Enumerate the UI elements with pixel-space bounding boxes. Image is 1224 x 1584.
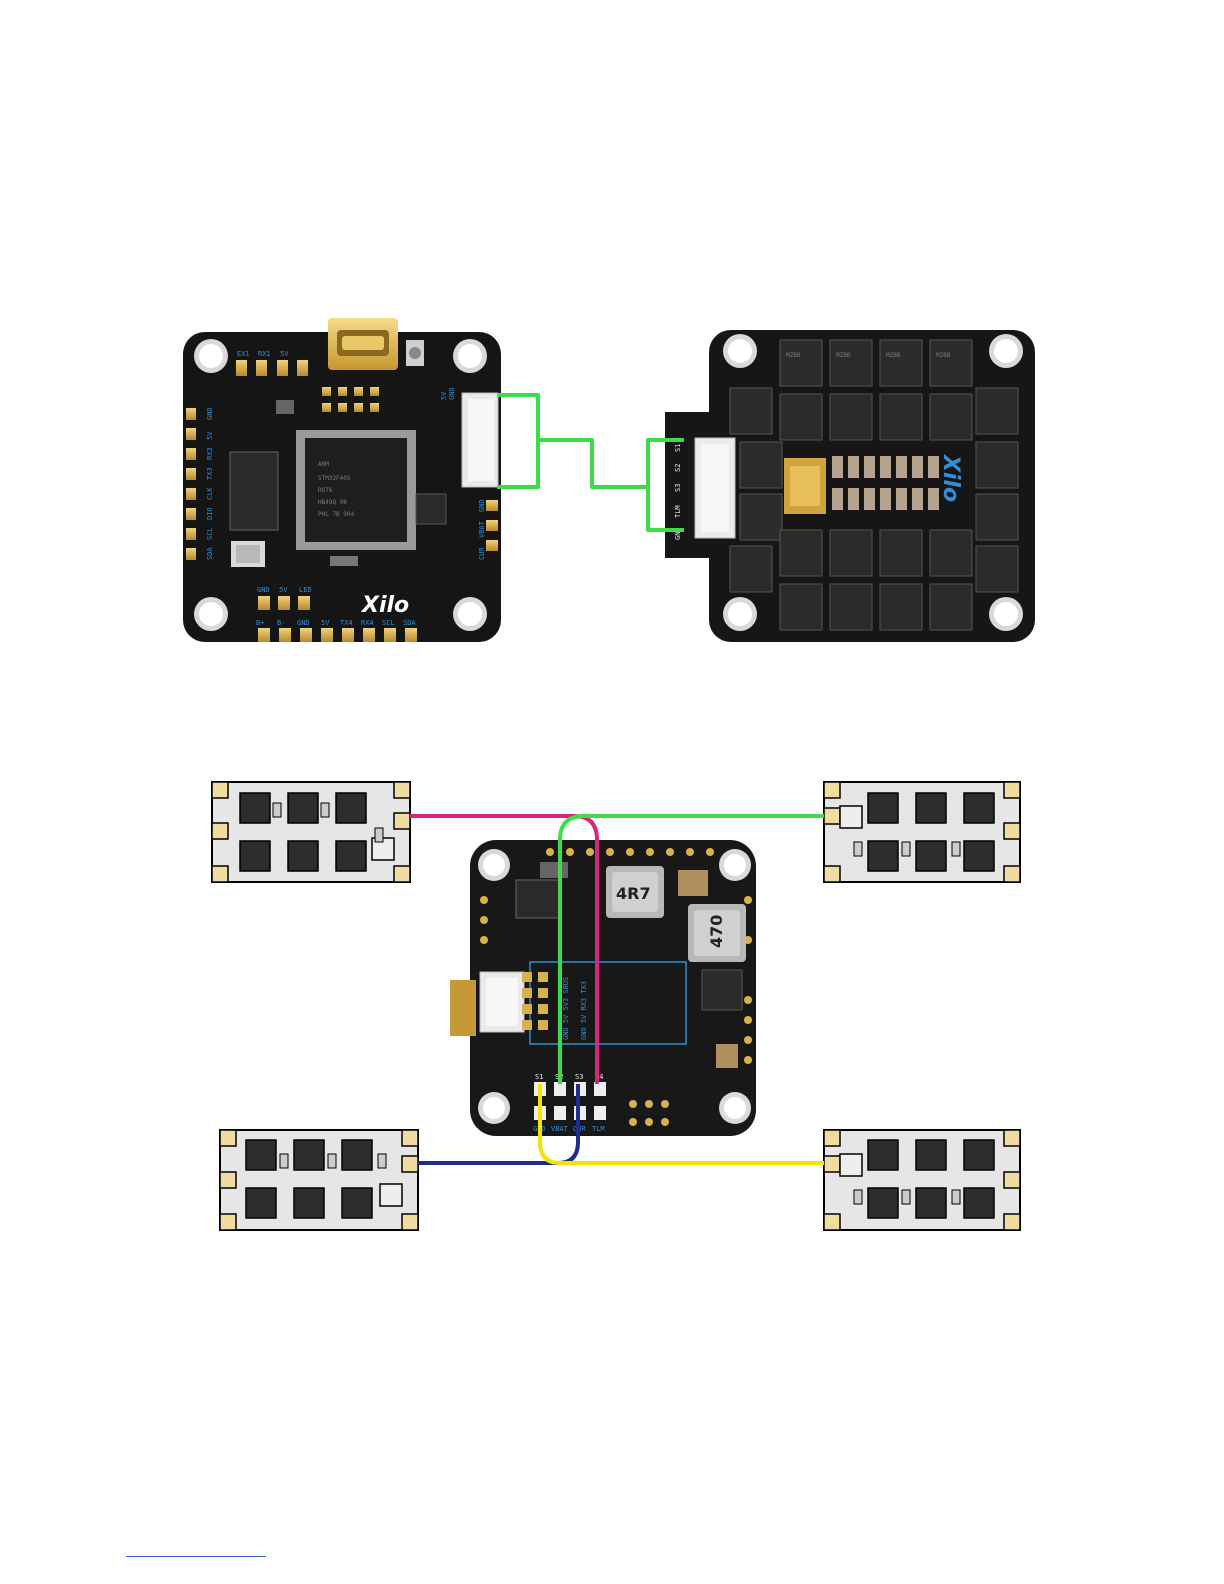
svg-text:TLM: TLM (674, 505, 682, 518)
svg-text:MZBB: MZBB (836, 352, 851, 359)
fc-left-label: SDA (206, 547, 214, 560)
svg-text:GND: GND (448, 387, 456, 400)
fc-left-label: GND (206, 407, 214, 420)
svg-text:PHL 7B 904: PHL 7B 904 (318, 511, 355, 518)
inductor-4r7: 4R7 (606, 866, 664, 918)
svg-text:5V: 5V (279, 586, 288, 594)
esc-brand-logo: Xilo (938, 453, 963, 502)
fc-left-label: DIO (206, 507, 214, 520)
svg-text:CUR: CUR (478, 547, 486, 560)
svg-text:MZBB: MZBB (786, 352, 801, 359)
mcu-chip: ARM STM32F405 RGT6 HB49Q 98 PHL 7B 904 (296, 430, 416, 550)
svg-text:5V: 5V (321, 619, 330, 627)
svg-text:STM32F405: STM32F405 (318, 475, 351, 482)
fc-right-pads (486, 500, 498, 551)
esc-bottom-connector (450, 972, 524, 1036)
fc-top-pad-label: EX1 (237, 350, 250, 358)
svg-text:RX1: RX1 (258, 350, 271, 358)
fc-left-label: CLK (206, 487, 214, 500)
esc-module-bottom-right (824, 1130, 1020, 1230)
svg-text:GND 5V RX3 TX3: GND 5V RX3 TX3 (580, 981, 588, 1040)
svg-text:S2: S2 (674, 464, 682, 472)
fc-left-label: SCL (206, 527, 214, 540)
fc-left-label: RX3 (206, 447, 214, 460)
regulator-chip (516, 880, 560, 918)
esc-module-bottom-left (220, 1130, 418, 1230)
fc-left-label: TX3 (206, 467, 214, 480)
gyro-chip (230, 452, 278, 530)
svg-text:HB49Q 98: HB49Q 98 (318, 499, 347, 506)
svg-text:VBAT: VBAT (551, 1125, 569, 1133)
svg-text:B+: B+ (256, 619, 264, 627)
svg-text:TLM: TLM (592, 1125, 605, 1133)
fc-left-label: 5V (206, 431, 214, 440)
svg-text:SCL: SCL (382, 619, 395, 627)
fc-top-pad-label: RX1 (258, 350, 271, 358)
svg-text:MZBB: MZBB (886, 352, 901, 359)
inductor-470: 470 (688, 904, 746, 962)
esc-module-top-left (212, 782, 410, 882)
svg-text:ARM: ARM (318, 461, 329, 468)
svg-text:GND: GND (297, 619, 310, 627)
usb-connector (328, 318, 398, 370)
fc-top-pad-label: 5V (280, 350, 289, 358)
svg-text:S3: S3 (674, 484, 682, 492)
esc-signal-connector (695, 438, 735, 538)
esc-module-top-right (824, 782, 1020, 882)
svg-text:470: 470 (707, 915, 726, 948)
svg-text:SDA: SDA (403, 619, 416, 627)
svg-text:VBAT: VBAT (478, 520, 486, 538)
svg-text:S1: S1 (674, 444, 682, 452)
svg-text:RGT6: RGT6 (318, 487, 333, 494)
svg-text:5V: 5V (280, 350, 289, 358)
svg-text:LED: LED (299, 586, 312, 594)
svg-text:4R7: 4R7 (616, 884, 651, 903)
svg-text:S3: S3 (575, 1073, 583, 1081)
svg-text:5V: 5V (440, 391, 448, 400)
flight-controller-board: EX1 RX1 5V SDA SCL DIO CLK TX3 RX3 5V GN… (183, 318, 501, 642)
svg-text:EX1: EX1 (237, 350, 250, 358)
esc-top-board: GND TLM S3 S2 S1 MZBB MZBB MZBB MZBB (665, 330, 1035, 642)
green-wire-top (497, 395, 684, 530)
svg-text:GND 5V 5V3 SBUS: GND 5V 5V3 SBUS (562, 977, 570, 1040)
svg-text:GND: GND (478, 499, 486, 512)
esc-bottom-board: 4R7 470 GND 5V 5V3 SBUS GND (450, 840, 756, 1136)
fc-esc-connector (462, 393, 498, 487)
svg-text:MZBB: MZBB (936, 352, 951, 359)
svg-text:S1: S1 (535, 1073, 543, 1081)
fc-brand-logo: Xilo (360, 593, 409, 618)
footnote-separator (126, 1556, 266, 1557)
svg-text:GND: GND (257, 586, 270, 594)
fc-right-label-group: CUR VBAT GND (478, 499, 486, 560)
svg-text:B-: B- (277, 619, 285, 627)
svg-text:TX4: TX4 (340, 619, 353, 627)
svg-text:RX4: RX4 (361, 619, 374, 627)
